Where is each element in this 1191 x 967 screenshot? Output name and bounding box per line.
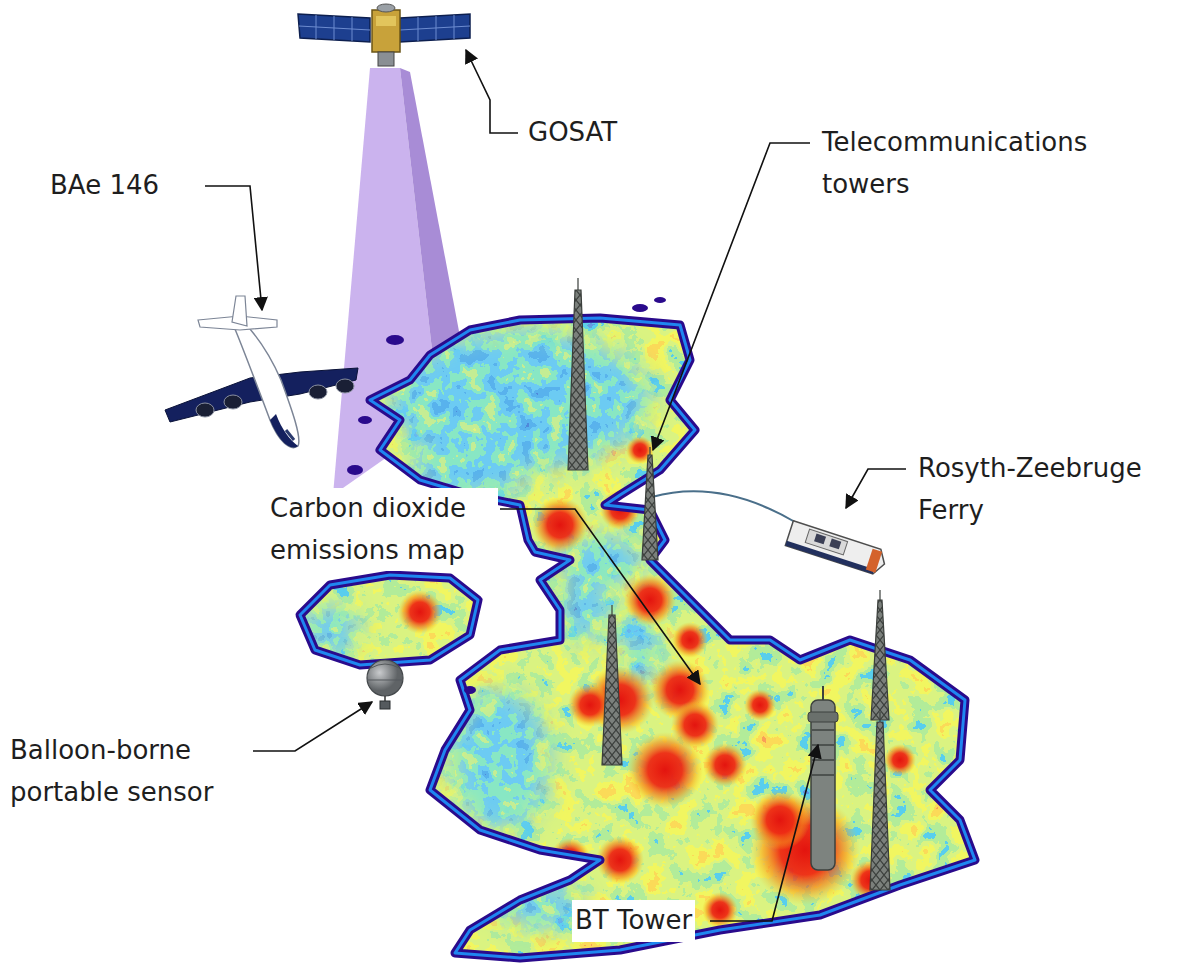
map-upland bbox=[280, 300, 1000, 967]
ferry bbox=[785, 521, 888, 577]
map-ground bbox=[280, 300, 1000, 967]
callout-label: BAe 146 bbox=[47, 165, 162, 207]
data-link bbox=[652, 491, 795, 522]
callout-label: Telecommunications towers bbox=[819, 122, 1125, 205]
emissions-map bbox=[280, 297, 1000, 967]
bt-tower bbox=[808, 686, 838, 870]
gosat-satellite bbox=[298, 4, 470, 66]
balloon-sensor bbox=[367, 660, 403, 709]
coastline bbox=[300, 318, 975, 958]
callout-label: Rosyth-Zeebruge Ferry bbox=[915, 448, 1181, 531]
aircraft bbox=[165, 296, 358, 448]
callout-label: GOSAT bbox=[525, 112, 620, 154]
callout-label: BT Tower bbox=[572, 900, 695, 942]
telecommunications-towers bbox=[568, 278, 890, 890]
callout-label: Balloon-borne portable sensor bbox=[7, 730, 253, 813]
leader-lines bbox=[205, 50, 906, 921]
callout-label: Carbon dioxide emissions map bbox=[267, 488, 498, 571]
